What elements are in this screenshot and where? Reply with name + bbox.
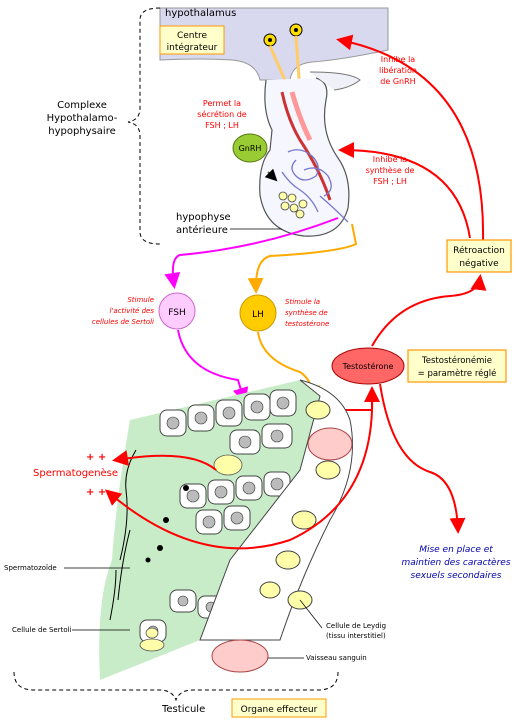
stimule-sertoli-line1: Stimule — [127, 296, 154, 304]
fsh-label: FSH — [168, 308, 186, 318]
stimule-testo-line3: testostérone — [285, 320, 329, 328]
hypophyse-line1: hypophyse — [176, 212, 231, 223]
inhibe-lib-line2: libération — [379, 65, 417, 75]
stimule-sertoli-line2: l'activité des — [110, 307, 155, 315]
inhibe-syn-line1: Inhibe la — [373, 155, 407, 164]
permet-line2: sécrétion de — [197, 109, 246, 119]
testosterone-to-caracteres-arrow — [379, 383, 466, 534]
complexe-line1: Complexe — [57, 100, 107, 111]
inhibe-lib-line3: de GnRH — [380, 77, 415, 86]
lh-node: LH — [239, 294, 277, 332]
lh-path — [247, 223, 358, 294]
gnrh-node: GnRH — [232, 133, 268, 163]
lh-label: LH — [252, 310, 264, 320]
stimule-testo-line1: Stimule la — [285, 298, 320, 306]
mise-line3: sexuels secondaires — [411, 571, 502, 581]
permet-line1: Permet la — [203, 99, 241, 108]
testosterone-node: Testostérone — [331, 347, 405, 385]
sertoli-to-spermatogenese-arrow — [112, 450, 217, 471]
inhibe-syn-line2: synthèse de — [366, 165, 415, 175]
mise-line2: maintien des caractères — [401, 557, 510, 568]
hypothalamus-label: hypothalamus — [165, 8, 236, 19]
complexe-line2: Hypothalamo- — [47, 113, 118, 124]
leydig-line1: Cellule de Leydig — [326, 622, 386, 630]
hypophyse-line2: antérieure — [176, 224, 228, 236]
testosterone-to-spermatogenese-arrow — [104, 391, 374, 550]
inhibe-syn-line3: FSH ; LH — [373, 177, 407, 186]
centre-integrateur-line2: intégrateur — [167, 42, 218, 53]
stimule-sertoli-line3: cellules de Sertoli — [92, 318, 154, 326]
plus-top: + + — [86, 452, 106, 463]
feedback-to-hypothalamus-arrow — [336, 34, 485, 241]
leydig-line2: (tissu interstitiel) — [326, 632, 386, 640]
fsh-node: FSH — [158, 292, 196, 330]
gnrh-label: GnRH — [239, 144, 262, 153]
retroaction-line2: négative — [459, 258, 499, 269]
testosterone-to-retroaction-arrow — [371, 274, 487, 347]
retroaction-line1: Rétroaction — [453, 245, 505, 256]
spermatogenese-label: Spermatogenèse — [33, 467, 118, 479]
mise-line1: Mise en place et — [419, 545, 493, 555]
retroaction-box: Rétroaction négative — [446, 239, 512, 273]
testosteronemie-line1: Testostéronémie — [421, 355, 492, 366]
spermatozoide-label: Spermatozoïde — [4, 564, 57, 572]
permet-line3: FSH ; LH — [205, 121, 239, 130]
sertoli-label: Cellule de Sertoli — [12, 626, 72, 634]
testosterone-label: Testostérone — [342, 361, 394, 371]
leydig-pointer — [299, 599, 323, 629]
testicule-bracket — [13, 671, 339, 702]
organe-effecteur-label: Organe effecteur — [241, 705, 318, 715]
centre-integrateur-line1: Centre — [177, 31, 208, 41]
plus-bottom: + + — [86, 487, 106, 498]
organe-effecteur-box: Organe effecteur — [231, 698, 327, 718]
stimule-testo-line2: synthèse de — [285, 309, 328, 317]
centre-integrateur-box: Centre intégrateur — [159, 25, 225, 55]
vaisseau-label: Vaisseau sanguin — [306, 654, 367, 662]
testicule-label: Testicule — [161, 704, 205, 715]
testosteronemie-box: Testostéronémie = paramètre réglé — [407, 349, 507, 383]
gnrh-arrow — [264, 168, 278, 182]
complexe-line3: hypophysaire — [48, 126, 116, 137]
fsh-to-sertoli-arrow — [177, 329, 249, 404]
pituitary-stalk-and-gland — [259, 71, 361, 237]
testosteronemie-line2: = paramètre réglé — [418, 368, 497, 379]
fsh-path — [164, 217, 339, 289]
complexe-bracket — [127, 7, 161, 245]
feedback-to-pituitary-arrow — [338, 142, 471, 239]
interstitial-tissue — [199, 379, 353, 673]
